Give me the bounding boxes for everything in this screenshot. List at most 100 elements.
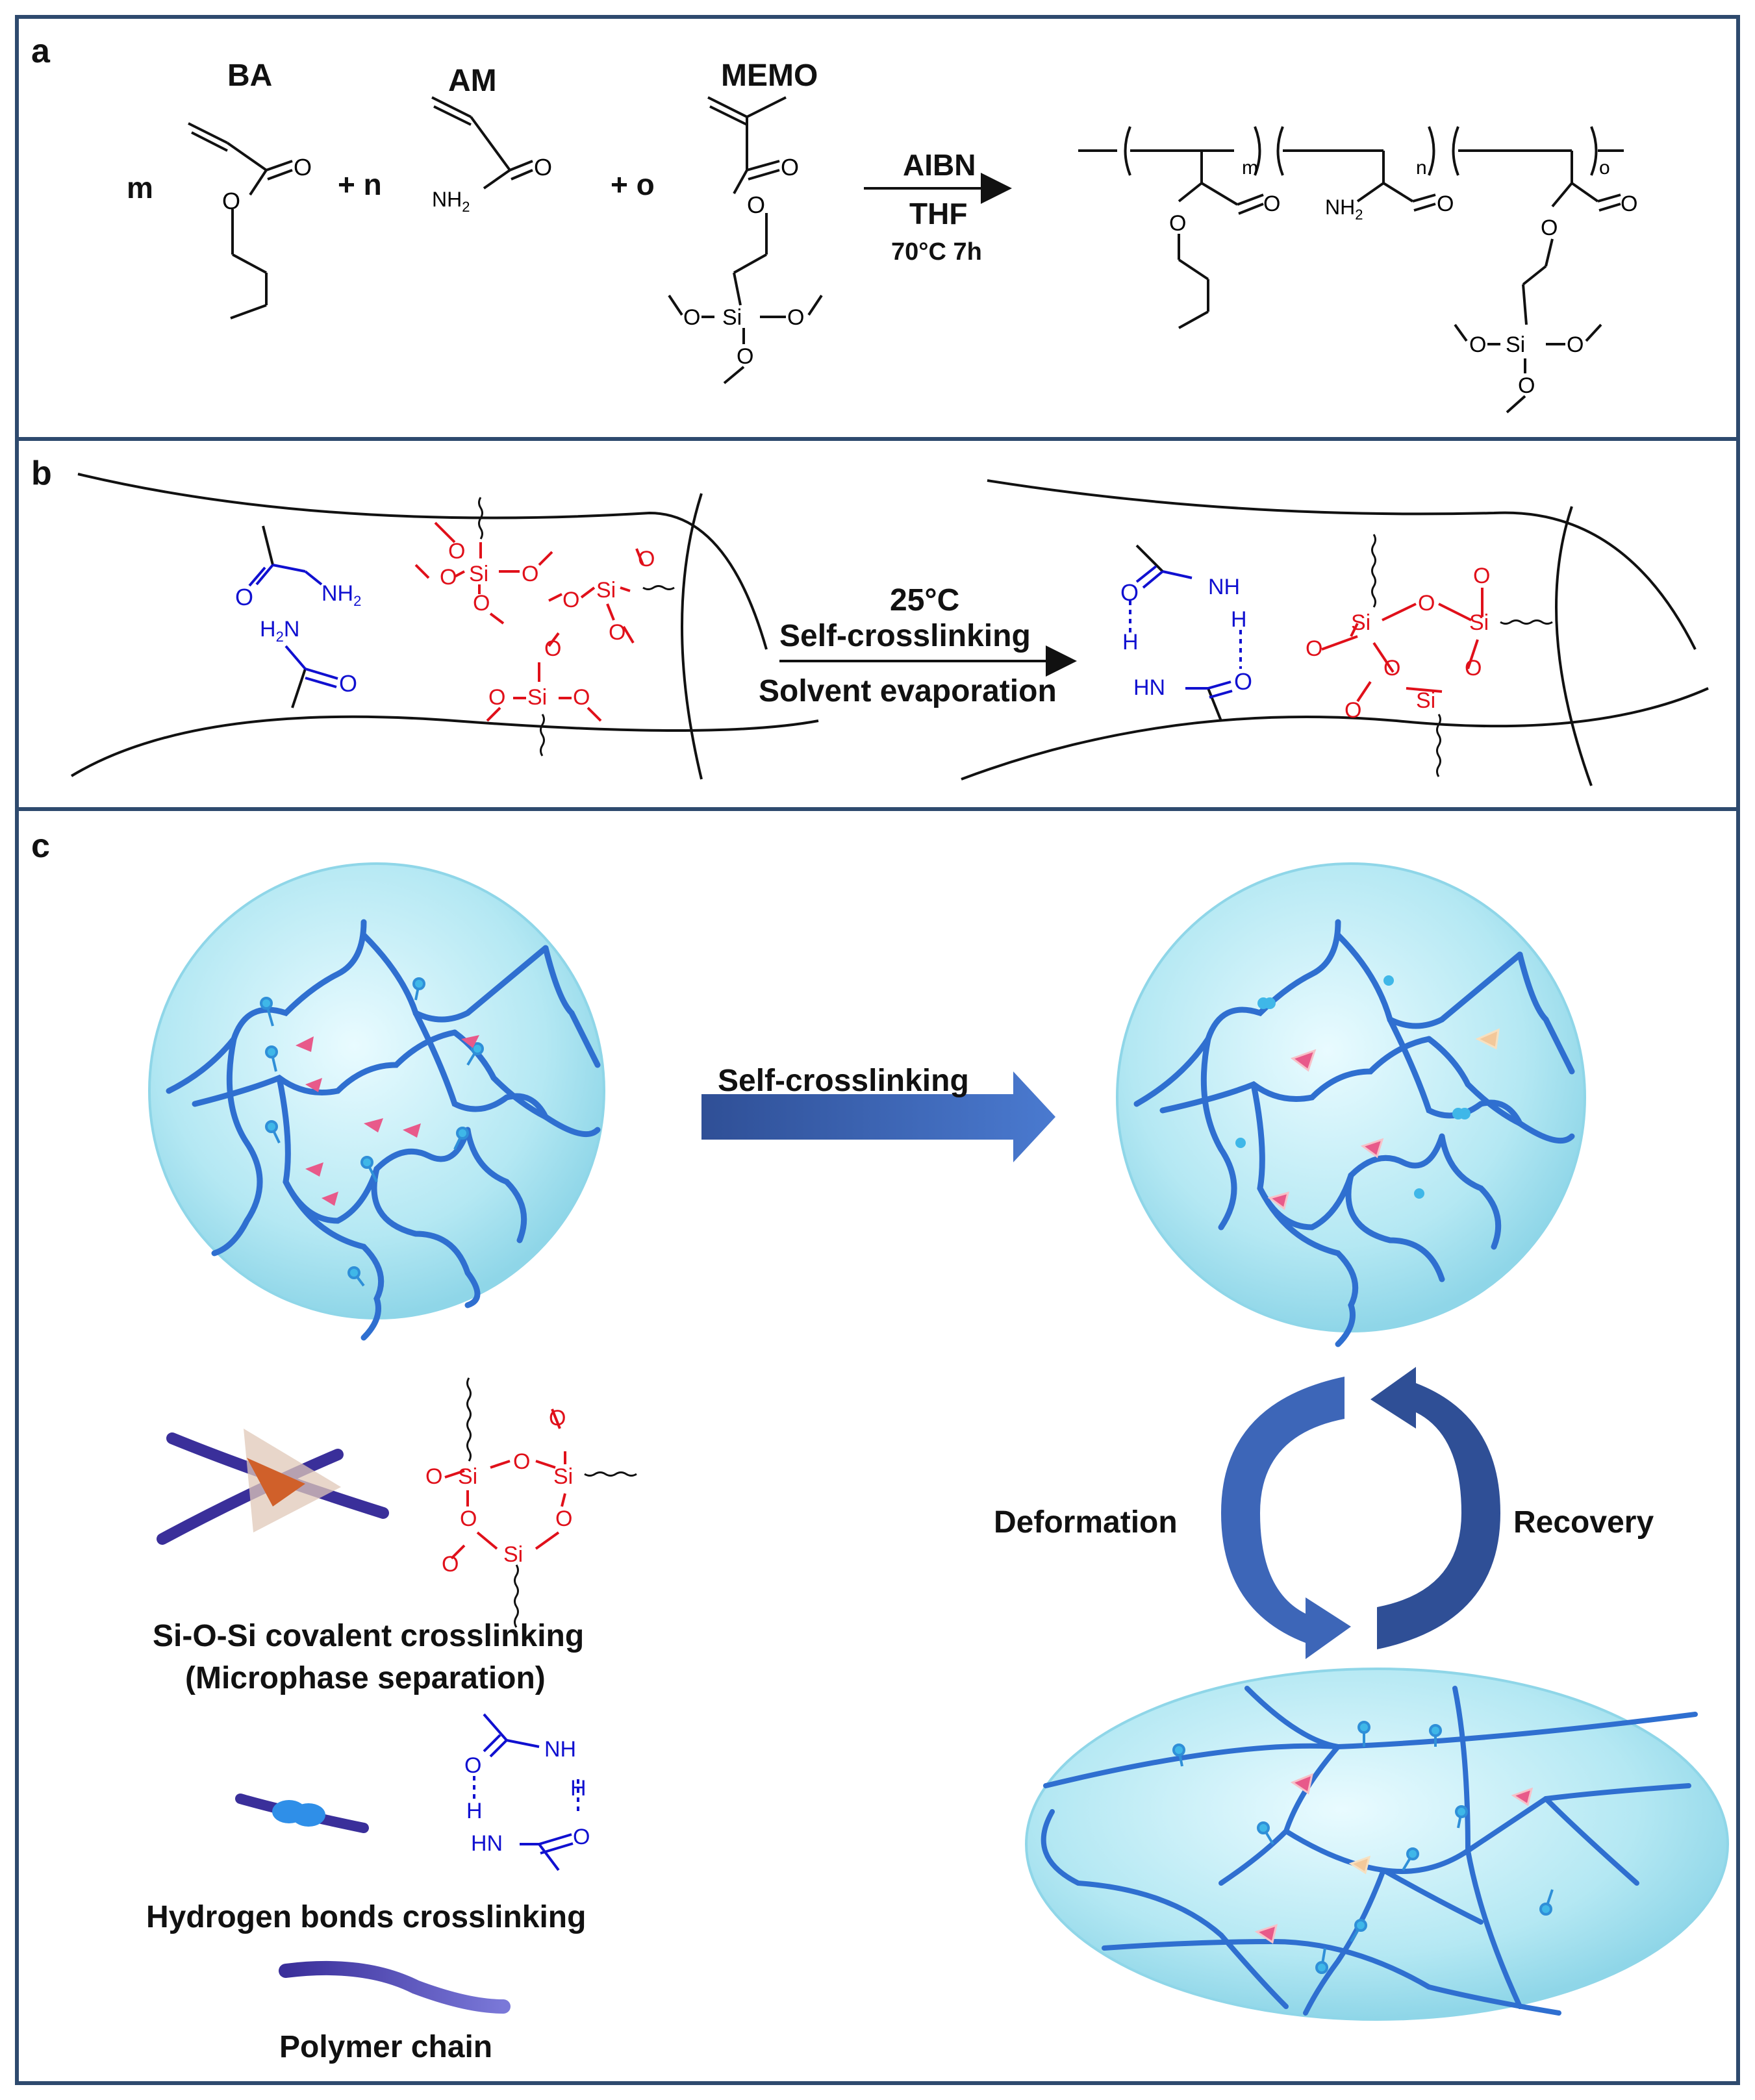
sphere-after-chains xyxy=(1133,919,1575,1347)
b-si3: Si xyxy=(527,685,547,710)
b-right-wavy-2 xyxy=(1500,619,1553,625)
b-r-si3: Si xyxy=(1416,688,1435,713)
legend-hbond-icon xyxy=(235,1794,369,1833)
lg-si2: Si xyxy=(553,1464,573,1489)
reagent-aibn: AIBN xyxy=(903,148,976,182)
product-sub-n: n xyxy=(1416,157,1427,179)
legend-siloxane-text: O O Si O Si O O Si O xyxy=(425,1406,573,1577)
lg-o-top: O xyxy=(549,1406,566,1431)
b-si1-o-bottom: O xyxy=(473,591,490,616)
ellipse-crosslinks xyxy=(1172,1721,1554,1974)
b-amide1-o: O xyxy=(235,584,253,610)
lg-si3: Si xyxy=(503,1542,523,1567)
legend-hbond-text: O NH H H HN O xyxy=(464,1737,590,1856)
b-si3-o-left: O xyxy=(488,685,505,710)
b-si3-o-right: O xyxy=(573,685,590,710)
recovery-cycle-arrow xyxy=(1370,1367,1500,1649)
am-title: AM xyxy=(448,64,497,98)
memo-si-bottom-o: O xyxy=(737,344,753,369)
b-arrow-self-crosslinking: Self-crosslinking xyxy=(779,619,1031,653)
ellipse-chains xyxy=(1041,1686,1698,2016)
memo-si: Si xyxy=(722,305,742,330)
panel-a xyxy=(188,96,1624,414)
b-left-wavy-bond-2 xyxy=(642,585,675,590)
b-right-network xyxy=(961,479,1709,786)
b-r-amide1-o: O xyxy=(1120,579,1139,606)
b-amide2-o: O xyxy=(339,670,357,697)
c-arrow-label: Self-crosslinking xyxy=(718,1064,969,1098)
product-si-left-o: O xyxy=(1469,332,1486,357)
panel-a-label: a xyxy=(31,32,51,70)
am-structure xyxy=(431,96,533,190)
deformation-cycle-arrow xyxy=(1221,1377,1351,1659)
b-r-o-ring-left: O xyxy=(1383,656,1400,681)
lh-h1: H xyxy=(466,1799,483,1823)
lg-o-ring-left: O xyxy=(460,1506,477,1531)
b-r-amide2-hn: HN xyxy=(1133,675,1165,700)
b-si1-o-right: O xyxy=(522,562,538,586)
coef-n: + n xyxy=(338,168,382,201)
memo-title: MEMO xyxy=(721,58,818,93)
b-left-wavy-bond-3 xyxy=(540,714,545,756)
lh-h2: H xyxy=(570,1776,587,1801)
lg-si1: Si xyxy=(458,1464,477,1489)
lh-hn: HN xyxy=(471,1831,503,1856)
b-si1: Si xyxy=(469,562,488,586)
memo-si-left-o: O xyxy=(683,305,700,330)
panel-b-label: b xyxy=(31,455,52,492)
panel-b: O NH2 H2N O xyxy=(70,473,1709,786)
lh-o2: O xyxy=(573,1825,590,1849)
b-r-o-bottom-left: O xyxy=(1345,698,1361,723)
lg-o-bottom: O xyxy=(442,1552,459,1577)
b-r-si1: Si xyxy=(1351,610,1370,635)
legend-wavy-2 xyxy=(584,1471,637,1477)
memo-si-right-o: O xyxy=(787,305,804,330)
deformation-label: Deformation xyxy=(994,1505,1178,1540)
panel-a-text: BA AM MEMO m + n + o O O O NH2 O O O Si … xyxy=(127,58,1637,398)
b-right-siloxane xyxy=(1321,588,1484,703)
b-left-silane-text: O Si O O O O Si O O O Si O O xyxy=(440,539,655,710)
b-amide2-h2n: H2N xyxy=(260,617,299,645)
b-si1-o-left: O xyxy=(440,565,457,590)
product-si-bottom-o: O xyxy=(1518,373,1535,398)
b-right-amide-text: O NH H H HN O xyxy=(1120,575,1252,700)
product-memo-o1: O xyxy=(1621,192,1637,216)
panel-c: Self-crosslinking xyxy=(146,862,1729,2064)
sphere-after-crosslinks xyxy=(1235,975,1500,1210)
coef-m: m xyxy=(127,171,153,205)
lg-o-ring-right: O xyxy=(555,1506,572,1531)
ba-structure xyxy=(188,122,293,319)
b-left-silanes xyxy=(414,521,644,722)
b-right-siloxane-text: O Si O Si O O O Si O xyxy=(1306,564,1490,723)
lh-nh: NH xyxy=(544,1737,576,1762)
product-ba-o2: O xyxy=(1169,211,1186,236)
legend-chain-label: Polymer chain xyxy=(279,2030,492,2064)
b-left-wavy-bond-1 xyxy=(478,497,483,540)
legend-siloxane-ring xyxy=(444,1408,566,1560)
product-si: Si xyxy=(1506,332,1525,357)
legend-wavy-3 xyxy=(514,1564,519,1628)
b-left-amide-text: O NH2 H2N O xyxy=(235,581,361,697)
ba-title: BA xyxy=(227,58,272,93)
coef-o: + o xyxy=(611,168,655,201)
product-structure xyxy=(1078,126,1624,414)
b-r-h-right: H xyxy=(1231,607,1247,632)
solvent-thf: THF xyxy=(909,197,967,231)
b-r-o-top: O xyxy=(1473,564,1490,588)
network-sphere-after xyxy=(1116,862,1586,1332)
sphere-before-chains xyxy=(166,919,601,1341)
legend-covalent-label-2: (Microphase separation) xyxy=(185,1661,546,1695)
lh-o1: O xyxy=(464,1753,481,1778)
b-r-amide1-nh: NH xyxy=(1208,575,1240,599)
b-left-amides xyxy=(248,564,338,688)
product-am-o: O xyxy=(1437,192,1454,216)
product-si-right-o: O xyxy=(1567,332,1584,357)
recovery-label: Recovery xyxy=(1513,1505,1654,1540)
b-si2-o-top: O xyxy=(638,547,655,571)
b-si3-o-top: O xyxy=(544,636,561,661)
legend-hbond-label: Hydrogen bonds crosslinking xyxy=(146,1900,586,1934)
product-memo-o2: O xyxy=(1541,216,1558,240)
self-crosslinking-arrow xyxy=(701,1071,1055,1162)
product-ba-o1: O xyxy=(1263,192,1280,216)
